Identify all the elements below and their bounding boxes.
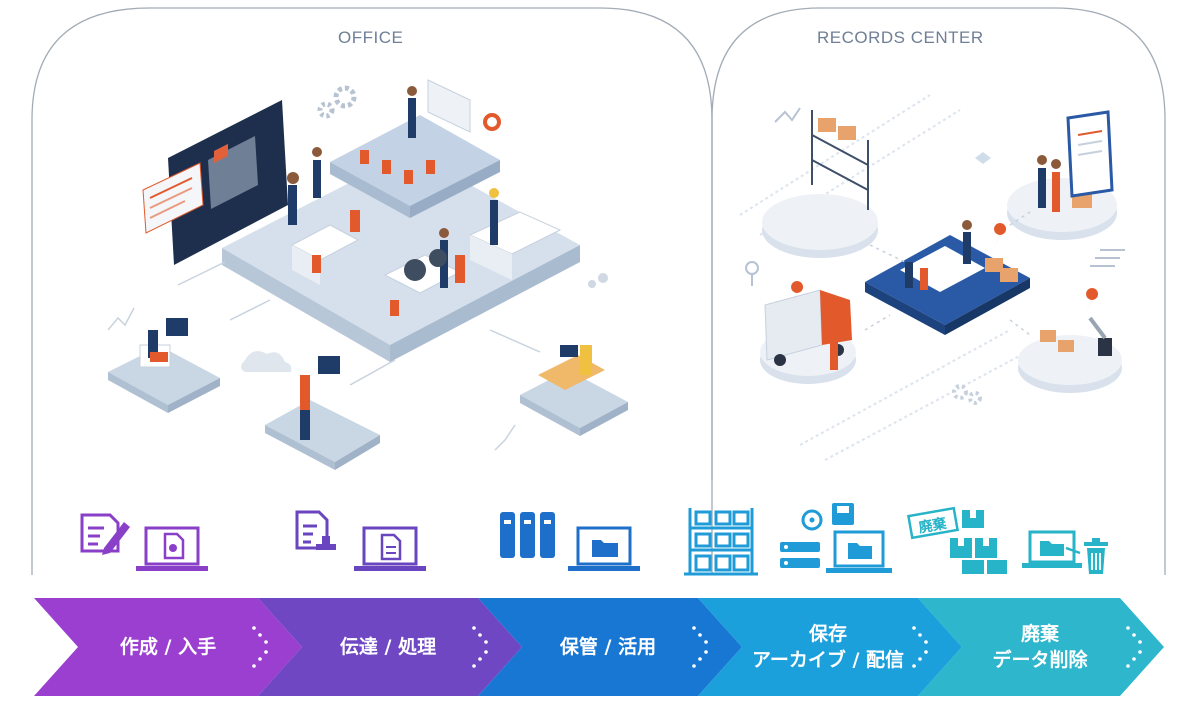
process-flow-band — [34, 598, 1164, 696]
step-label: 作成 / 入手 — [119, 636, 217, 658]
laptop-folder-icon — [568, 526, 640, 571]
chevron-shape — [698, 598, 962, 696]
step-label: 保存 — [808, 623, 847, 645]
step-sublabel: アーカイブ / 配信 — [751, 649, 905, 671]
step-create-acquire: 作成 / 入手 — [80, 598, 256, 696]
laptop-trash-icon — [1022, 530, 1108, 574]
step-label: 保管 / 活用 — [559, 636, 657, 658]
records-illustration — [739, 94, 1125, 461]
step-dispose-delete: 廃棄 データ削除 — [960, 598, 1120, 696]
disposal-boxes-icon: 廃棄 — [906, 506, 1007, 574]
chevron-shape — [478, 598, 742, 696]
process-icons: 廃棄 — [80, 503, 1108, 576]
step-preserve-archive: 保存 アーカイブ / 配信 — [740, 598, 916, 696]
laptop-approve-icon — [136, 526, 208, 571]
records-frame — [711, 7, 1166, 575]
dots-separator — [1126, 626, 1142, 668]
office-illustration — [107, 79, 628, 470]
chevron-shape — [34, 598, 302, 696]
step-label: 廃棄 — [1020, 623, 1059, 645]
dots-separator — [252, 626, 268, 668]
document-stamp-icon — [295, 510, 336, 550]
records-zone-label: RECORDS CENTER — [817, 28, 984, 47]
svg-text:廃棄: 廃棄 — [917, 515, 949, 537]
dots-separator — [912, 626, 928, 668]
office-zone-label: OFFICE — [338, 28, 404, 47]
dots-separator — [692, 626, 708, 668]
step-communicate-process: 伝達 / 処理 — [300, 598, 476, 696]
document-edit-icon — [80, 513, 130, 555]
dots-separator — [472, 626, 488, 668]
shelving-icon — [684, 508, 758, 576]
office-frame — [31, 7, 713, 575]
step-label: 伝達 / 処理 — [339, 636, 437, 658]
media-storage-icon — [780, 503, 854, 568]
chevron-shape — [918, 598, 1164, 696]
binders-icon — [500, 512, 555, 558]
chevron-shape — [258, 598, 522, 696]
step-store-use: 保管 / 活用 — [520, 598, 696, 696]
laptop-document-icon — [354, 526, 426, 571]
laptop-folder-icon — [826, 530, 892, 573]
step-sublabel: データ削除 — [992, 649, 1088, 671]
